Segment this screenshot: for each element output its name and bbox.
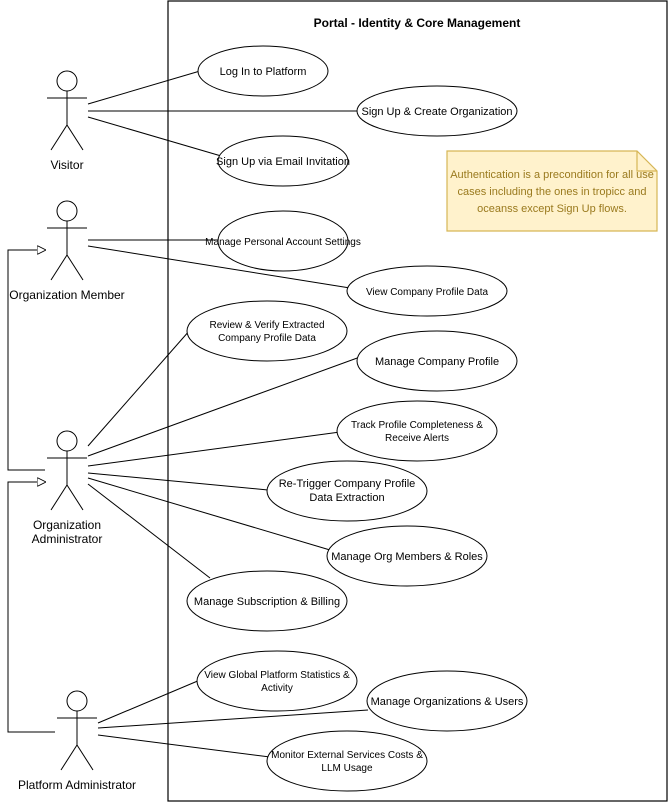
actor-organization-administrator [47, 430, 87, 511]
svg-text:oceanss except Sign Up flows.: oceanss except Sign Up flows. [477, 203, 627, 215]
use-case-personal-account-settings: Manage Personal Account Settings [205, 210, 361, 272]
associations [87, 70, 369, 758]
use-case-track-completeness: Track Profile Completeness & Receive Ale… [336, 400, 498, 462]
svg-text:View Global Platform Statistic: View Global Platform Statistics & [204, 670, 350, 681]
actor-organization-member [47, 200, 87, 281]
svg-text:Manage Organizations & Users: Manage Organizations & Users [371, 696, 524, 708]
svg-text:Sign Up & Create Organization: Sign Up & Create Organization [361, 106, 512, 118]
use-case-login: Log In to Platform [197, 45, 329, 97]
svg-text:Re-Trigger Company Profile: Re-Trigger Company Profile [279, 478, 416, 490]
svg-text:Monitor External Services Cost: Monitor External Services Costs & [271, 750, 423, 761]
actor-visitor-label: Visitor [50, 158, 83, 172]
svg-text:Manage Org Members & Roles: Manage Org Members & Roles [331, 551, 483, 563]
svg-text:Receive Alerts: Receive Alerts [385, 433, 449, 444]
svg-text:LLM Usage: LLM Usage [321, 763, 373, 774]
actor-platform-administrator [57, 690, 97, 771]
svg-text:Authentication is a preconditi: Authentication is a precondition for all… [450, 169, 654, 181]
use-case-members-roles: Manage Org Members & Roles [326, 525, 488, 587]
authentication-note: Authentication is a precondition for all… [446, 150, 658, 232]
use-case-organizations-users: Manage Organizations & Users [366, 670, 528, 732]
use-case-review-verify: Review & Verify Extracted Company Profil… [186, 300, 348, 362]
actor-organization-administrator-label-2: Administrator [32, 532, 103, 546]
svg-text:Review & Verify Extracted: Review & Verify Extracted [209, 320, 324, 331]
system-title: Portal - Identity & Core Management [314, 16, 521, 30]
svg-text:Data Extraction: Data Extraction [309, 492, 384, 504]
use-case-signup-invitation: Sign Up via Email Invitation [216, 135, 350, 187]
actor-organization-administrator-label-1: Organization [33, 518, 101, 532]
use-case-external-costs: Monitor External Services Costs & LLM Us… [266, 730, 428, 792]
svg-text:View Company Profile Data: View Company Profile Data [366, 287, 489, 298]
actor-platform-administrator-label: Platform Administrator [18, 778, 136, 792]
svg-text:Manage Company Profile: Manage Company Profile [375, 356, 499, 368]
svg-text:Company Profile Data: Company Profile Data [218, 333, 316, 344]
use-case-subscription-billing: Manage Subscription & Billing [186, 570, 348, 632]
svg-text:Log In to Platform: Log In to Platform [220, 66, 307, 78]
use-case-view-company-profile: View Company Profile Data [346, 265, 508, 317]
use-case-global-statistics: View Global Platform Statistics & Activi… [196, 650, 358, 712]
svg-text:Activity: Activity [261, 683, 293, 694]
svg-text:cases including the ones in tr: cases including the ones in tropicc and [458, 186, 647, 198]
svg-text:Manage Subscription & Billing: Manage Subscription & Billing [194, 596, 340, 608]
svg-text:Manage Personal Account Settin: Manage Personal Account Settings [205, 237, 361, 248]
actor-visitor [47, 70, 87, 151]
svg-text:Track Profile Completeness &: Track Profile Completeness & [351, 420, 483, 431]
use-case-manage-company-profile: Manage Company Profile [356, 330, 518, 392]
use-case-retrigger-extraction: Re-Trigger Company Profile Data Extracti… [266, 460, 428, 522]
generalizations [7, 250, 55, 733]
actor-organization-member-label: Organization Member [9, 288, 124, 302]
use-case-signup-create-org: Sign Up & Create Organization [356, 85, 518, 137]
svg-text:Sign Up via Email Invitation: Sign Up via Email Invitation [216, 156, 350, 168]
